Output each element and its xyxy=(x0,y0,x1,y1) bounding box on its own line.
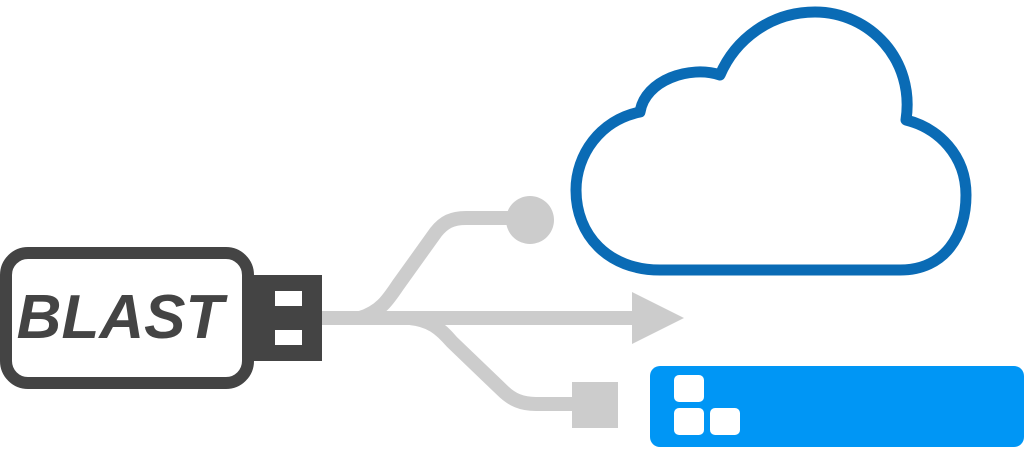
block-bottom-left xyxy=(674,408,704,435)
storage-bar xyxy=(650,366,1024,447)
usb-symbol-circle-terminal xyxy=(506,196,554,244)
usb-symbol-icon xyxy=(322,211,640,411)
usb-drive: BLAST xyxy=(0,247,322,389)
block-top-left xyxy=(674,375,704,402)
usb-symbol-upper-branch xyxy=(357,211,530,325)
usb-drive-label: BLAST xyxy=(17,283,229,352)
cloud-icon xyxy=(570,6,972,276)
storage-bar-body xyxy=(650,366,1024,447)
usb-connector-pin-top xyxy=(275,291,302,306)
usb-connector-pin-bottom xyxy=(275,330,302,345)
usb-drive-connector xyxy=(248,275,322,361)
usb-symbol-square-terminal xyxy=(572,382,618,428)
usb-symbol-arrow-terminal xyxy=(632,292,684,344)
blocks-icon xyxy=(674,375,740,435)
usb-symbol-lower-branch xyxy=(409,311,590,411)
block-bottom-right xyxy=(710,408,740,435)
